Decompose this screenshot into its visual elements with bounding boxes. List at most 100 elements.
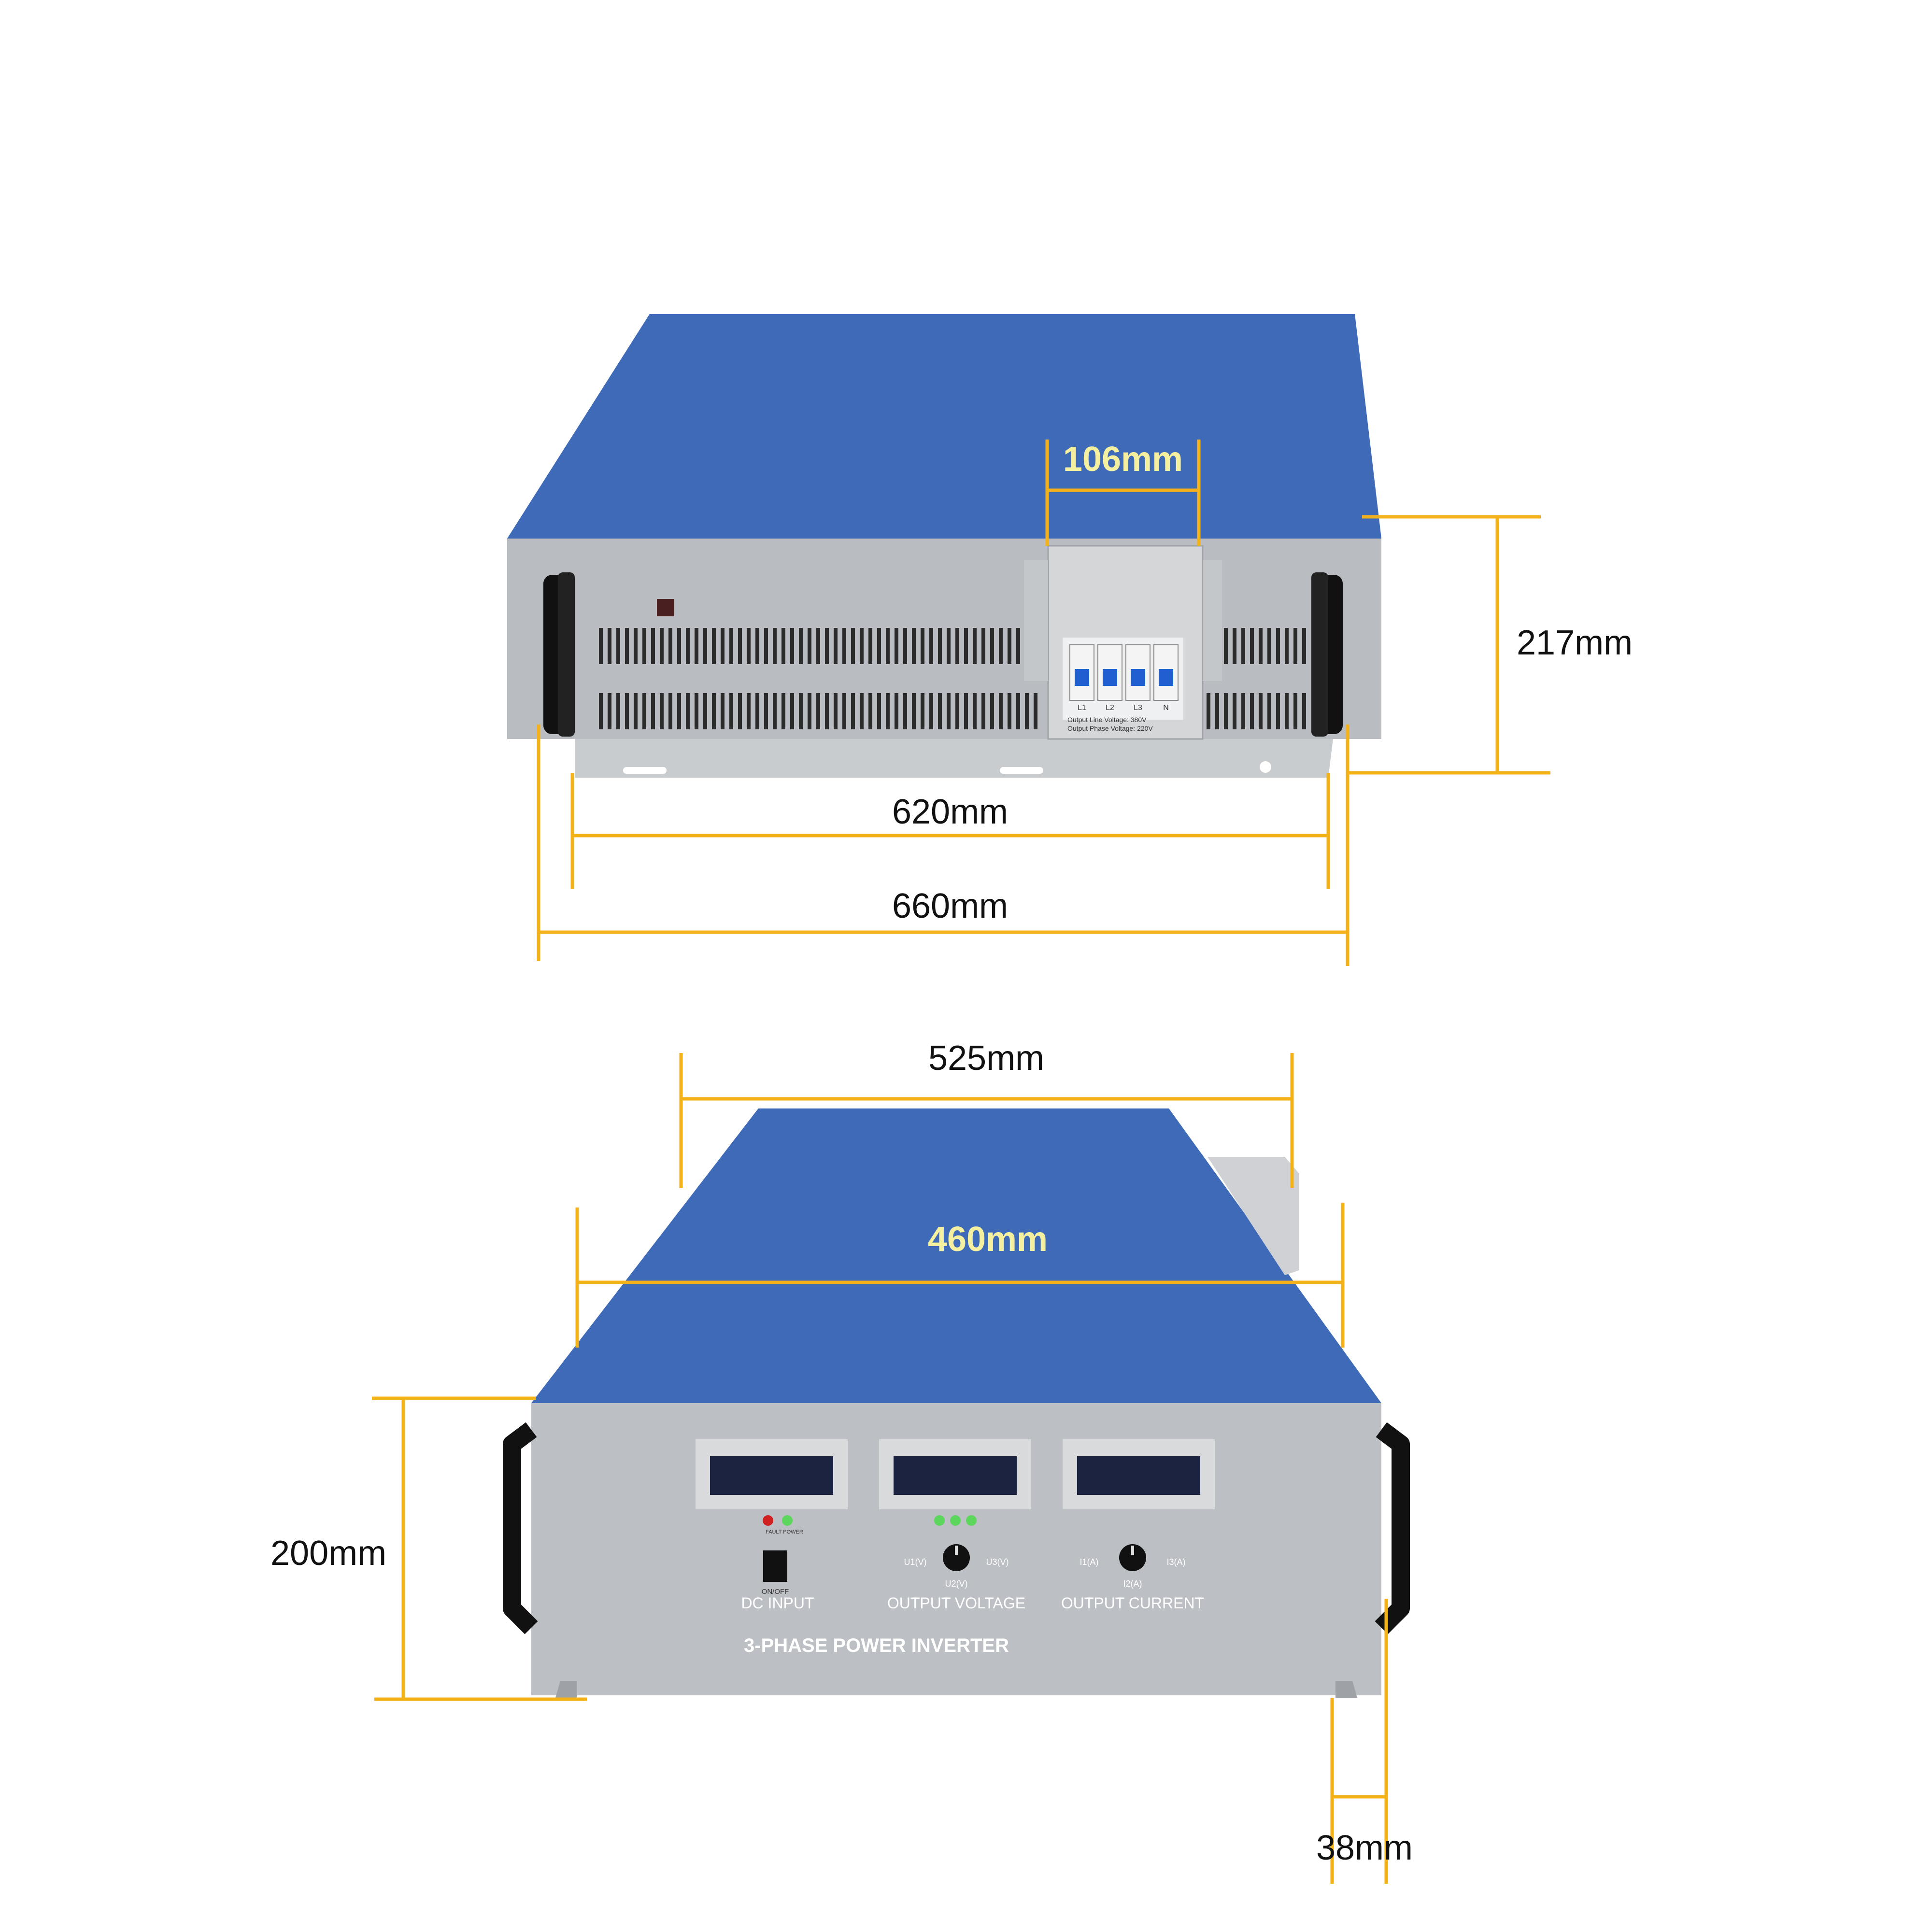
i1-label: I1(A) xyxy=(1080,1557,1098,1567)
front-top-surface xyxy=(531,1108,1381,1403)
i2-label: I2(A) xyxy=(1123,1579,1142,1589)
current-selector-knob[interactable] xyxy=(1119,1544,1146,1571)
breaker-note-line1: Output Line Voltage: 380V xyxy=(1067,716,1147,724)
fault-led xyxy=(763,1515,773,1526)
vent-slot xyxy=(842,628,846,664)
vent-slot xyxy=(668,693,672,729)
on-off-switch[interactable] xyxy=(763,1550,787,1582)
vent-slot xyxy=(834,693,838,729)
vent-slot xyxy=(1215,693,1219,729)
breaker-note-line2: Output Phase Voltage: 220V xyxy=(1067,724,1153,732)
vent-slot xyxy=(1241,693,1245,729)
breaker-pole xyxy=(1125,644,1151,701)
vent-slot xyxy=(1302,628,1306,664)
rear-left-handle xyxy=(543,572,575,737)
vent-slot xyxy=(616,628,620,664)
breaker-toggle[interactable] xyxy=(1075,669,1089,686)
dim-foot-label: 38mm xyxy=(1316,1829,1413,1867)
rear-indicator xyxy=(657,599,674,616)
fault-power-label: FAULT POWER xyxy=(766,1529,803,1535)
vent-slot xyxy=(747,628,751,664)
voltage-led-3 xyxy=(966,1515,977,1526)
vent-slot xyxy=(755,628,759,664)
dim-foot: 38mm xyxy=(1316,1599,1413,1884)
vent-slot xyxy=(729,628,733,664)
breaker-toggle[interactable] xyxy=(1159,669,1173,686)
breaker-toggle[interactable] xyxy=(1131,669,1145,686)
vent-slot xyxy=(1207,693,1210,729)
vent-slot xyxy=(912,693,916,729)
vent-slot xyxy=(851,693,855,729)
vent-slot xyxy=(642,628,646,664)
vent-slot xyxy=(1224,693,1228,729)
breaker-toggle[interactable] xyxy=(1103,669,1117,686)
vent-slot xyxy=(895,628,898,664)
vent-slot xyxy=(868,628,872,664)
dim-inner-width-label: 620mm xyxy=(892,793,1008,831)
vent-slot xyxy=(764,693,768,729)
vent-slot xyxy=(651,693,655,729)
vent-slot xyxy=(738,693,742,729)
vent-slot xyxy=(616,693,620,729)
output-voltage-label: OUTPUT VOLTAGE xyxy=(887,1594,1025,1612)
vent-slot xyxy=(973,693,977,729)
vent-slot xyxy=(1259,628,1263,664)
vent-slot xyxy=(608,693,611,729)
vent-slot xyxy=(1276,628,1280,664)
vent-slot xyxy=(912,628,916,664)
vent-slot xyxy=(964,628,968,664)
vent-slot xyxy=(781,693,785,729)
front-left-handle xyxy=(503,1422,538,1634)
vent-slot xyxy=(686,628,690,664)
vent-slot xyxy=(1016,693,1020,729)
vent-slot xyxy=(990,628,994,664)
vent-slot xyxy=(747,693,751,729)
base-hole xyxy=(1260,761,1271,773)
dc-input-display xyxy=(696,1439,848,1509)
vent-slot xyxy=(799,628,803,664)
vent-slot xyxy=(860,628,864,664)
vent-slot xyxy=(790,628,794,664)
vent-slot xyxy=(1250,628,1254,664)
vent-slot xyxy=(790,693,794,729)
output-current-display xyxy=(1063,1439,1215,1509)
output-current-label: OUTPUT CURRENT xyxy=(1061,1594,1204,1612)
vent-slot xyxy=(695,628,698,664)
vent-slot xyxy=(773,693,777,729)
vent-slot xyxy=(660,628,664,664)
vent-slot xyxy=(738,628,742,664)
vent-slot xyxy=(955,628,959,664)
dim-breaker-width: 106mm xyxy=(1045,440,1201,546)
vent-slot xyxy=(1285,628,1289,664)
power-led xyxy=(782,1515,793,1526)
vent-slot xyxy=(764,628,768,664)
vent-slot xyxy=(799,693,803,729)
voltage-selector-knob[interactable] xyxy=(943,1544,970,1571)
vent-slot xyxy=(860,693,864,729)
dim-depth: 525mm xyxy=(679,1039,1294,1188)
front-base-right xyxy=(1335,1681,1357,1698)
vent-slot xyxy=(999,628,1003,664)
dc-input-label: DC INPUT xyxy=(741,1594,814,1612)
vent-slot xyxy=(895,693,898,729)
vent-slot xyxy=(842,693,846,729)
dim-depth-label: 525mm xyxy=(928,1039,1044,1078)
dim-total-width-label: 660mm xyxy=(892,887,1008,925)
current-knob-pointer xyxy=(1131,1546,1134,1555)
vent-slot xyxy=(634,628,638,664)
vent-slot xyxy=(1259,693,1263,729)
dim-rear-height-label: 217mm xyxy=(1517,624,1633,662)
vent-slot xyxy=(1285,693,1289,729)
vent-slot xyxy=(947,693,951,729)
vent-slot xyxy=(903,693,907,729)
vent-slot xyxy=(625,628,629,664)
vent-slot xyxy=(703,628,707,664)
vent-slot xyxy=(903,628,907,664)
breaker-pole-label: L3 xyxy=(1134,704,1142,712)
vent-slot xyxy=(1276,693,1280,729)
vent-slot xyxy=(599,693,603,729)
vent-slot xyxy=(1267,628,1271,664)
vent-slot xyxy=(642,693,646,729)
